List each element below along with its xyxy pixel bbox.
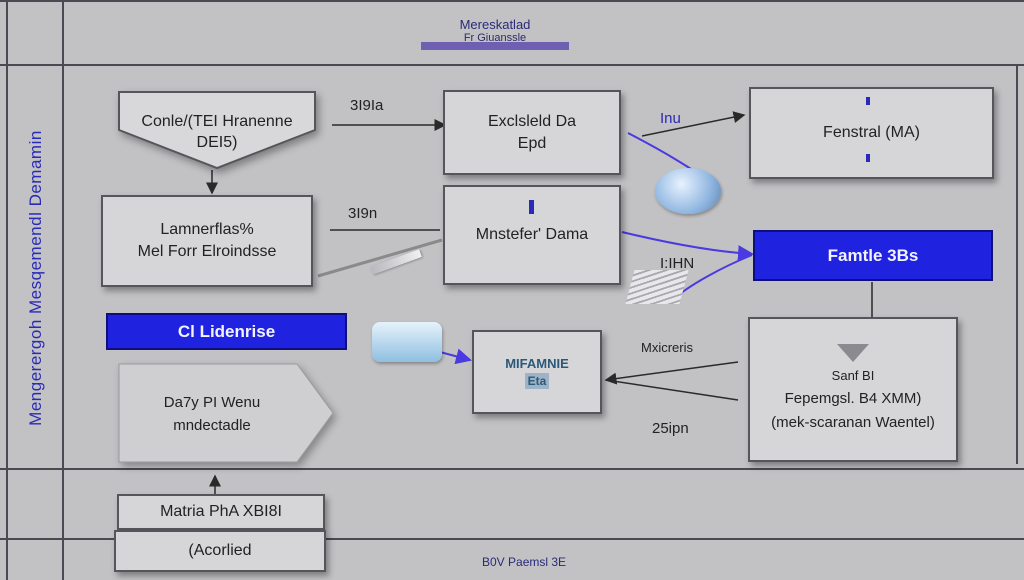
fantle-label: Famtle 3Bs — [827, 245, 919, 265]
edge-label-3: Inu — [660, 110, 681, 127]
cl-bar-label: Cl Lidenrise — [177, 321, 276, 341]
grid-line-bottom — [0, 538, 1024, 540]
left-data-line-1: Lamnerflas% — [160, 221, 254, 239]
disc-icon — [655, 168, 721, 214]
target-node-label: Fenstral (MA) — [823, 124, 920, 142]
matria-label: Matria PhA XBI8I — [160, 503, 282, 521]
left-arrow-line-1: Da7y PI Wenu — [163, 394, 261, 411]
edge-label-6: 25ipn — [652, 420, 689, 437]
grid-line-top — [0, 0, 1024, 2]
feperg-node[interactable]: Sanf BI Fepemgsl. B4 XMM) (mek-scaranan … — [748, 317, 958, 462]
edge-label-5: Mxicreris — [641, 340, 693, 355]
source-node[interactable]: Conle/(TEI Hranenne DEI5) — [117, 90, 317, 170]
title-underline-bar — [421, 42, 569, 50]
matria-node[interactable]: Matria PhA XBI8I — [117, 494, 325, 530]
master-marker — [529, 200, 534, 214]
tray-icon — [372, 322, 442, 362]
edge-left-master-diag — [317, 238, 443, 278]
edge-feperg-warning-1 — [604, 361, 739, 385]
acoriel-label: (Acorlied — [188, 542, 252, 560]
ext-data-line-2: Epd — [517, 134, 547, 152]
cl-bar-node[interactable]: Cl Lidenrise — [106, 313, 347, 350]
warning-line-1: MIFAMNIE — [505, 356, 569, 372]
acoriel-node[interactable]: (Acorlied — [114, 530, 326, 572]
left-data-node[interactable]: Lamnerflas% Mel Forr Elroindsse — [101, 195, 313, 287]
left-arrow-line-2: mndectadle — [173, 416, 251, 434]
edge-feperg-warning-2 — [605, 379, 739, 401]
source-node-line-1: Conle/(TEI Hranenne — [141, 113, 293, 130]
edge-label-1: 3I9Ia — [350, 97, 384, 114]
target-marker-bottom — [866, 154, 870, 162]
title-line-2: Fr Giuanssle — [463, 31, 527, 44]
left-data-line-2: Mel Forr Elroindsse — [137, 243, 277, 260]
edge-label-2: 3I9n — [348, 205, 378, 222]
edge-master-fantle — [621, 231, 754, 262]
left-arrow-node[interactable]: Da7y PI Wenu mndectadle — [117, 362, 335, 464]
grid-line-right — [1016, 64, 1018, 464]
target-marker-top — [866, 97, 870, 105]
feperg-triangle-icon — [837, 344, 869, 363]
target-node[interactable]: Fenstral (MA) — [749, 87, 994, 179]
feperg-line-1: Sanf BI — [831, 368, 875, 384]
grid-line-lane — [62, 0, 64, 580]
source-node-line-2: DEI5) — [196, 133, 238, 151]
footer-label: B0V Paemsl 3E — [482, 555, 567, 569]
feperg-line-3: (mek-scaranan Waentel) — [771, 413, 935, 431]
edge-label-4: I:IHN — [660, 255, 695, 272]
ext-data-line-1: Exclsleld Da — [487, 112, 577, 130]
grid-line-left — [6, 0, 8, 580]
master-data-label: Mnstefer' Dama — [475, 226, 589, 244]
title-line-1: Mereskatlad — [459, 16, 531, 32]
grid-line-header — [0, 64, 1024, 66]
warning-line-2: Eta — [524, 372, 550, 389]
ext-data-node[interactable]: Exclsleld Da Epd — [443, 90, 621, 175]
stack-icon — [625, 270, 689, 304]
grid-line-lower — [0, 468, 1024, 470]
warning-node[interactable]: MIFAMNIE Eta — [472, 330, 602, 414]
edge-icon-warning — [439, 348, 472, 365]
fantle-node[interactable]: Famtle 3Bs — [753, 230, 993, 281]
diagram-title: Mereskatlad Fr Giuanssle — [421, 8, 569, 52]
feperg-line-2: Fepemgsl. B4 XMM) — [784, 389, 922, 407]
edge-ext-target — [641, 111, 746, 137]
